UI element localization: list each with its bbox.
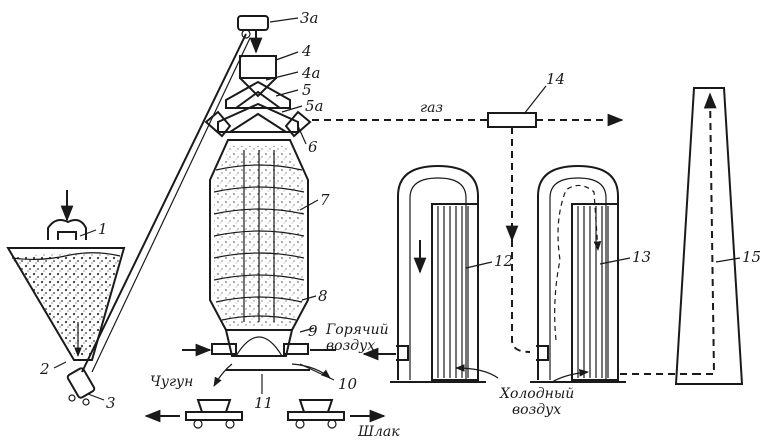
- hot-air-text-2: воздух: [326, 338, 375, 354]
- gas-splitter: [487, 112, 537, 128]
- charging-apparatus: [204, 55, 312, 138]
- hoist-winch: [237, 15, 269, 39]
- gas-text: газ: [420, 100, 443, 116]
- skip-car: [66, 367, 96, 406]
- blast-furnace: [209, 139, 309, 331]
- stove-13: [530, 164, 626, 383]
- label-11: 11: [254, 394, 273, 412]
- skip-incline-rail: [91, 37, 251, 373]
- slag-ladle-car: [287, 399, 345, 429]
- cold-air-arrow-1: [455, 364, 499, 379]
- iron-ladle-car: [185, 399, 243, 429]
- label-6: 6: [308, 138, 318, 156]
- iron-text: Чугун: [150, 374, 193, 390]
- gas-to-stove: [511, 240, 531, 353]
- label-14: 14: [546, 70, 565, 88]
- label-4a: 4а: [301, 64, 321, 82]
- bunker-feeder: [47, 190, 87, 240]
- label-8: 8: [318, 287, 328, 305]
- chimney-15: [674, 87, 744, 385]
- cold-air-text-2: воздух: [512, 402, 561, 418]
- ore-bunker: [6, 247, 126, 361]
- label-3a: 3а: [300, 9, 319, 27]
- label-4: 4: [301, 42, 312, 60]
- iron-flow: [213, 363, 233, 387]
- cold-air-arrow-2: [551, 368, 589, 383]
- slag-flow: [291, 363, 331, 379]
- leader-lines: [53, 17, 741, 401]
- label-3: 3: [106, 394, 116, 412]
- label-5: 5: [302, 81, 312, 99]
- slag-text: Шлак: [357, 424, 400, 440]
- hot-air-text-1: Горячий: [325, 322, 389, 338]
- label-5a: 5а: [305, 97, 324, 115]
- label-1: 1: [98, 220, 108, 238]
- label-13: 13: [632, 248, 651, 266]
- label-2: 2: [39, 360, 50, 378]
- label-7: 7: [320, 191, 330, 209]
- label-12: 12: [494, 252, 513, 270]
- label-15: 15: [742, 248, 761, 266]
- stove-12: [390, 164, 486, 383]
- label-9: 9: [308, 322, 318, 340]
- skip-incline: [81, 33, 247, 373]
- cold-air-text-1: Холодный: [499, 386, 574, 402]
- label-10: 10: [338, 375, 358, 393]
- furnace-hearth: [211, 329, 309, 357]
